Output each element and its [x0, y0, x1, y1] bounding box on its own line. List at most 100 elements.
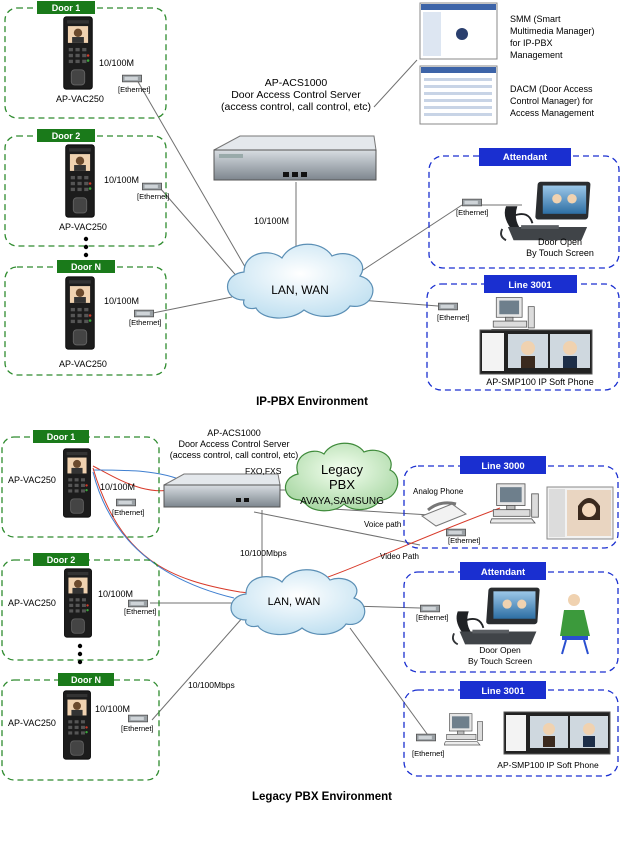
top-door-n: Door N 10/100M [Ethernet] AP-VAC250 [4, 260, 167, 376]
ethernet-label: [Ethernet] [129, 318, 162, 327]
door-speed-label: 10/100M [99, 58, 134, 68]
ethernet-module [420, 604, 440, 613]
ethernet-label: [Ethernet] [437, 313, 470, 322]
ethernet-module [438, 302, 458, 311]
dacm-line-2: Control Manager) for [510, 96, 593, 106]
attendant-caption-2: By Touch Screen [468, 656, 532, 666]
top-attendant: Attendant [Ethernet] Door Open By Touch … [428, 148, 620, 269]
ethernet-label: [Ethernet] [112, 508, 145, 517]
smm-line-2: Multimedia Manager) [510, 26, 595, 36]
door-tag [58, 673, 114, 686]
door-link-speed-label: 10/100Mbps [188, 680, 235, 690]
legacy-pbx-section: Door 1 AP-VAC250 10/100M [Ethernet] Door… [1, 428, 619, 803]
pbx-label-1: Legacy [321, 462, 363, 477]
server-desc-label: (access control, call control, etc) [221, 101, 371, 113]
soft-phone-caption: AP-SMP100 IP Soft Phone [486, 377, 593, 387]
voice-path-label: Voice path [364, 520, 401, 529]
video-path-label: Video Path [380, 552, 419, 561]
server-speed-label: 10/100M [254, 216, 289, 226]
line-3001-tag [460, 681, 546, 699]
bottom-connections [150, 489, 431, 739]
more-doors-dots [83, 236, 89, 258]
ethernet-module [128, 714, 148, 723]
ethernet-label: [Ethernet] [137, 192, 170, 201]
dacm-line-3: Access Management [510, 108, 595, 118]
server-model-label: AP-ACS1000 [207, 428, 261, 438]
section-title-legacy-pbx: Legacy PBX Environment [252, 791, 392, 803]
door-tag-label: Door 2 [47, 555, 76, 565]
door-model-label: AP-VAC250 [56, 94, 104, 104]
server-name-label: Door Access Control Server [178, 439, 289, 449]
door-group-frame [1, 679, 160, 781]
door-terminal-device [65, 276, 95, 350]
door-speed-label: 10/100M [95, 704, 130, 714]
top-door-2: Door 2 10/100M [Ethernet] AP-VAC250 [4, 129, 170, 247]
desktop-pc [490, 297, 535, 334]
ethernet-module [462, 198, 482, 207]
door-model-label: AP-VAC250 [8, 718, 56, 728]
bottom-door-1: Door 1 AP-VAC250 10/100M [Ethernet] [1, 430, 160, 538]
attendant-tag [479, 148, 571, 166]
ethernet-label: [Ethernet] [448, 536, 481, 545]
cloud-label: LAN, WAN [271, 283, 329, 297]
bottom-attendant: Attendant [Ethernet] Door Open By Touch … [403, 562, 619, 673]
door-speed-label: 10/100M [104, 296, 139, 306]
bottom-line-3001: Line 3001 [Ethernet] AP-SMP100 IP Soft P… [403, 681, 619, 777]
attendant-tag-label: Attendant [503, 152, 548, 163]
attendant-tag [460, 562, 546, 580]
pbx-label-2: PBX [329, 477, 355, 492]
door-speed-label: 10/100M [98, 589, 133, 599]
door-group-frame [1, 436, 160, 538]
attendant-caption-1: Door Open [479, 645, 521, 655]
more-doors-dots [77, 643, 83, 665]
server-name-label: Door Access Control Server [231, 89, 361, 101]
video-phone [452, 586, 541, 646]
door-terminal-device [64, 568, 92, 638]
top-lan-wan-cloud: LAN, WAN [227, 243, 374, 319]
ethernet-label: [Ethernet] [118, 85, 151, 94]
attendant-caption-1: Door Open [538, 237, 582, 247]
top-connections [136, 59, 522, 314]
door-tag-label: Door 1 [47, 432, 76, 442]
door-tag-label: Door N [71, 262, 101, 272]
top-server: AP-ACS1000 Door Access Control Server (a… [213, 77, 377, 226]
soft-phone-window [503, 711, 611, 755]
ethernet-label: [Ethernet] [412, 749, 445, 758]
smm-line-3: for IP-PBX [510, 38, 553, 48]
door-model-label: AP-VAC250 [59, 359, 107, 369]
pbx-label-3: AVAYA,SAMSUNG [300, 496, 384, 507]
server-speed-label: 10/100Mbps [240, 548, 287, 558]
server-model-label: AP-ACS1000 [265, 77, 328, 89]
door-terminal-device [65, 144, 95, 218]
legacy-pbx-cloud: Legacy PBX AVAYA,SAMSUNG [284, 442, 399, 512]
cloud-label: LAN, WAN [268, 596, 321, 608]
dacm-panel: DACM (Door Access Control Manager) for A… [419, 65, 595, 125]
desktop-pc [444, 713, 484, 746]
line-3001-tag-label: Line 3001 [508, 280, 552, 291]
ethernet-label: [Ethernet] [456, 208, 489, 217]
video-call-window [546, 486, 614, 540]
bottom-server: AP-ACS1000 Door Access Control Server (a… [163, 428, 299, 558]
server-desc-label: (access control, call control, etc) [170, 450, 299, 460]
ethernet-module [142, 182, 162, 191]
server-appliance [163, 473, 281, 508]
ethernet-label: [Ethernet] [124, 607, 157, 616]
video-phone [500, 180, 592, 242]
ethernet-label: [Ethernet] [416, 613, 449, 622]
door-model-label: AP-VAC250 [8, 475, 56, 485]
server-appliance [213, 135, 377, 181]
top-line-3001: Line 3001 [Ethernet] AP-SMP100 IP Soft P… [426, 275, 620, 391]
bottom-door-n: Door N AP-VAC250 10/100M [Ethernet] [1, 673, 160, 781]
door-tag [33, 553, 89, 566]
bottom-lan-wan-cloud: LAN, WAN [230, 569, 366, 636]
smm-panel: SMM (Smart Multimedia Manager) for IP-PB… [419, 2, 595, 60]
smm-line-4: Management [510, 50, 563, 60]
line-3001-tag-label: Line 3001 [481, 686, 525, 697]
door-tag [33, 430, 89, 443]
ethernet-module [128, 599, 148, 608]
door-tag [37, 1, 95, 14]
desktop-pc [490, 483, 539, 524]
attendant-tag-label: Attendant [481, 567, 526, 578]
door-terminal-device [63, 448, 91, 518]
